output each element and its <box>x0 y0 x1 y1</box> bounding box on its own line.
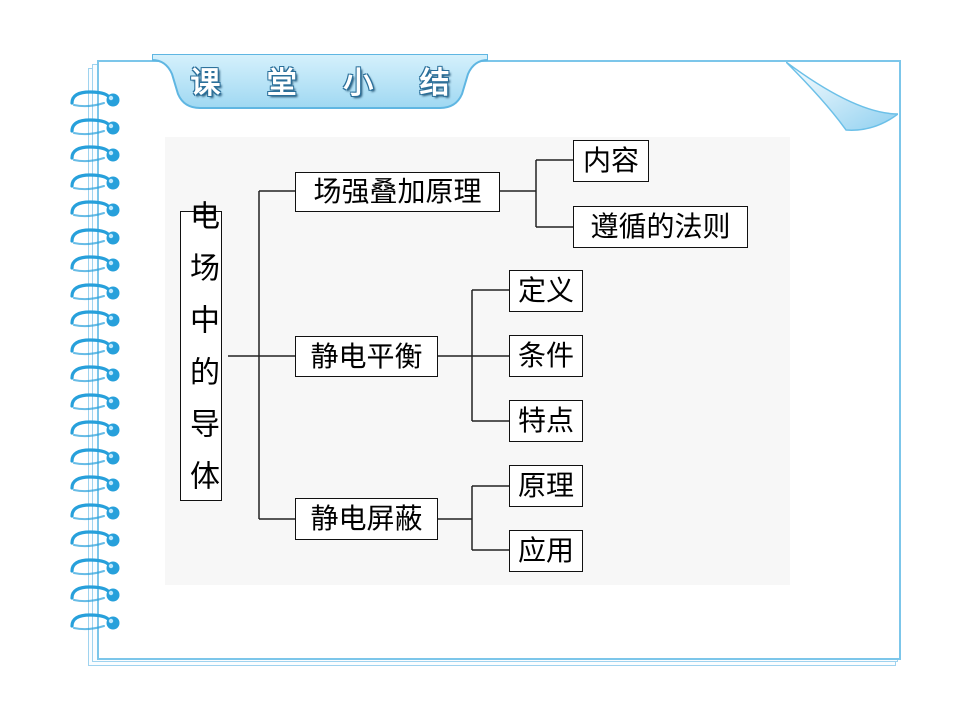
spiral-ring-icon <box>68 309 124 329</box>
spiral-ring-icon <box>68 447 124 467</box>
spiral-ring-icon <box>68 227 124 247</box>
spiral-ring-icon <box>68 144 124 164</box>
branch-node-superposition: 场强叠加原理 <box>295 172 500 212</box>
page-curl-icon <box>786 62 898 131</box>
spiral-ring-icon <box>68 584 124 604</box>
spiral-ring-icon <box>68 392 124 412</box>
leaf-node-application: 应用 <box>509 530 583 572</box>
spiral-ring-icon <box>68 89 124 109</box>
spiral-ring-icon <box>68 502 124 522</box>
branch-node-equilibrium: 静电平衡 <box>295 336 438 377</box>
spiral-ring-icon <box>68 419 124 439</box>
leaf-node-condition: 条件 <box>509 335 583 377</box>
title-tab <box>152 54 488 109</box>
spiral-ring-icon <box>68 282 124 302</box>
spiral-ring-icon <box>68 557 124 577</box>
spiral-ring-icon <box>68 199 124 219</box>
spiral-ring-icon <box>68 612 124 632</box>
spiral-ring-icon <box>68 172 124 192</box>
leaf-node-definition: 定义 <box>509 270 583 312</box>
leaf-node-content: 内容 <box>573 140 649 182</box>
spiral-ring-icon <box>68 474 124 494</box>
leaf-node-feature: 特点 <box>509 400 583 442</box>
leaf-node-principle: 原理 <box>509 465 583 507</box>
spiral-ring-icon <box>68 117 124 137</box>
spiral-ring-icon <box>68 254 124 274</box>
spiral-ring-icon <box>68 529 124 549</box>
spiral-ring-icon <box>68 337 124 357</box>
root-node: 电场中的导体 <box>180 200 222 512</box>
spiral-ring-icon <box>68 364 124 384</box>
slide-title: 课 堂 小 结 <box>190 66 468 101</box>
branch-node-shielding: 静电屏蔽 <box>295 498 438 540</box>
leaf-node-rule: 遵循的法则 <box>573 206 748 248</box>
